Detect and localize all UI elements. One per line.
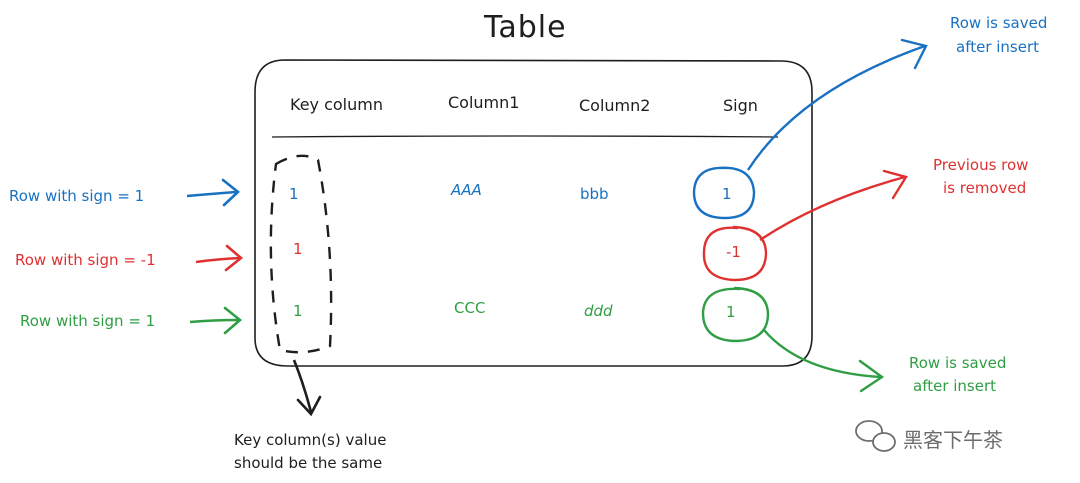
row1-key: 1: [289, 185, 299, 203]
arrow-key-note: [292, 359, 313, 413]
arrow-left-green: [189, 318, 239, 324]
arrowhead-removed: [882, 169, 908, 200]
header-key-column: Key column: [290, 95, 383, 114]
watermark-text: 黑客下午茶: [903, 428, 1003, 452]
row2-sign: -1: [726, 243, 741, 261]
header-column2: Column2: [579, 96, 651, 115]
arrowhead-saved-bottom: [858, 359, 885, 393]
key-note-line2: should be the same: [234, 454, 383, 472]
arrowhead-saved-top: [900, 38, 928, 70]
arrow-to-saved-top: [746, 44, 926, 171]
label-row-sign-minus-1: Row with sign = -1: [15, 251, 156, 269]
note-saved-bottom-line1: Row is saved: [909, 354, 1007, 372]
table-frame: [254, 59, 813, 367]
row3-column1: CCC: [454, 299, 486, 317]
row3-column2: ddd: [584, 302, 613, 320]
header-divider: [271, 135, 779, 138]
note-removed-line1: Previous row: [933, 156, 1029, 174]
key-column-outline: [269, 154, 333, 354]
arrowhead-left-blue: [221, 178, 240, 207]
row1-column2: bbb: [580, 185, 609, 203]
label-row-sign-1-top: Row with sign = 1: [9, 187, 145, 205]
label-row-sign-1-bottom: Row with sign = 1: [20, 312, 156, 330]
note-removed-line2: is removed: [943, 179, 1027, 197]
key-note-line1: Key column(s) value: [234, 431, 387, 449]
arrow-left-red: [195, 256, 241, 264]
header-sign: Sign: [723, 96, 758, 115]
header-column1: Column1: [448, 93, 520, 112]
sign-circle-3: [701, 286, 770, 343]
sign-circle-1: [692, 166, 756, 220]
arrow-to-removed: [759, 175, 906, 241]
row3-sign: 1: [726, 303, 736, 321]
arrowhead-left-red: [224, 244, 244, 272]
arrowhead-key-note: [296, 395, 322, 417]
note-saved-top-line1: Row is saved: [950, 14, 1048, 32]
diagram-title: Table: [484, 10, 567, 45]
sign-circle-2: [702, 225, 768, 282]
arrowhead-left-green: [223, 306, 243, 335]
row1-column1: AAA: [451, 181, 482, 199]
row2-key: 1: [293, 240, 303, 258]
note-saved-bottom-line2: after insert: [913, 377, 997, 395]
arrow-to-saved-bottom: [763, 329, 881, 379]
wechat-icon: [855, 420, 896, 452]
row1-sign: 1: [722, 185, 732, 203]
arrow-left-blue: [186, 190, 237, 198]
row3-key: 1: [293, 302, 303, 320]
note-saved-top-line2: after insert: [956, 38, 1040, 56]
